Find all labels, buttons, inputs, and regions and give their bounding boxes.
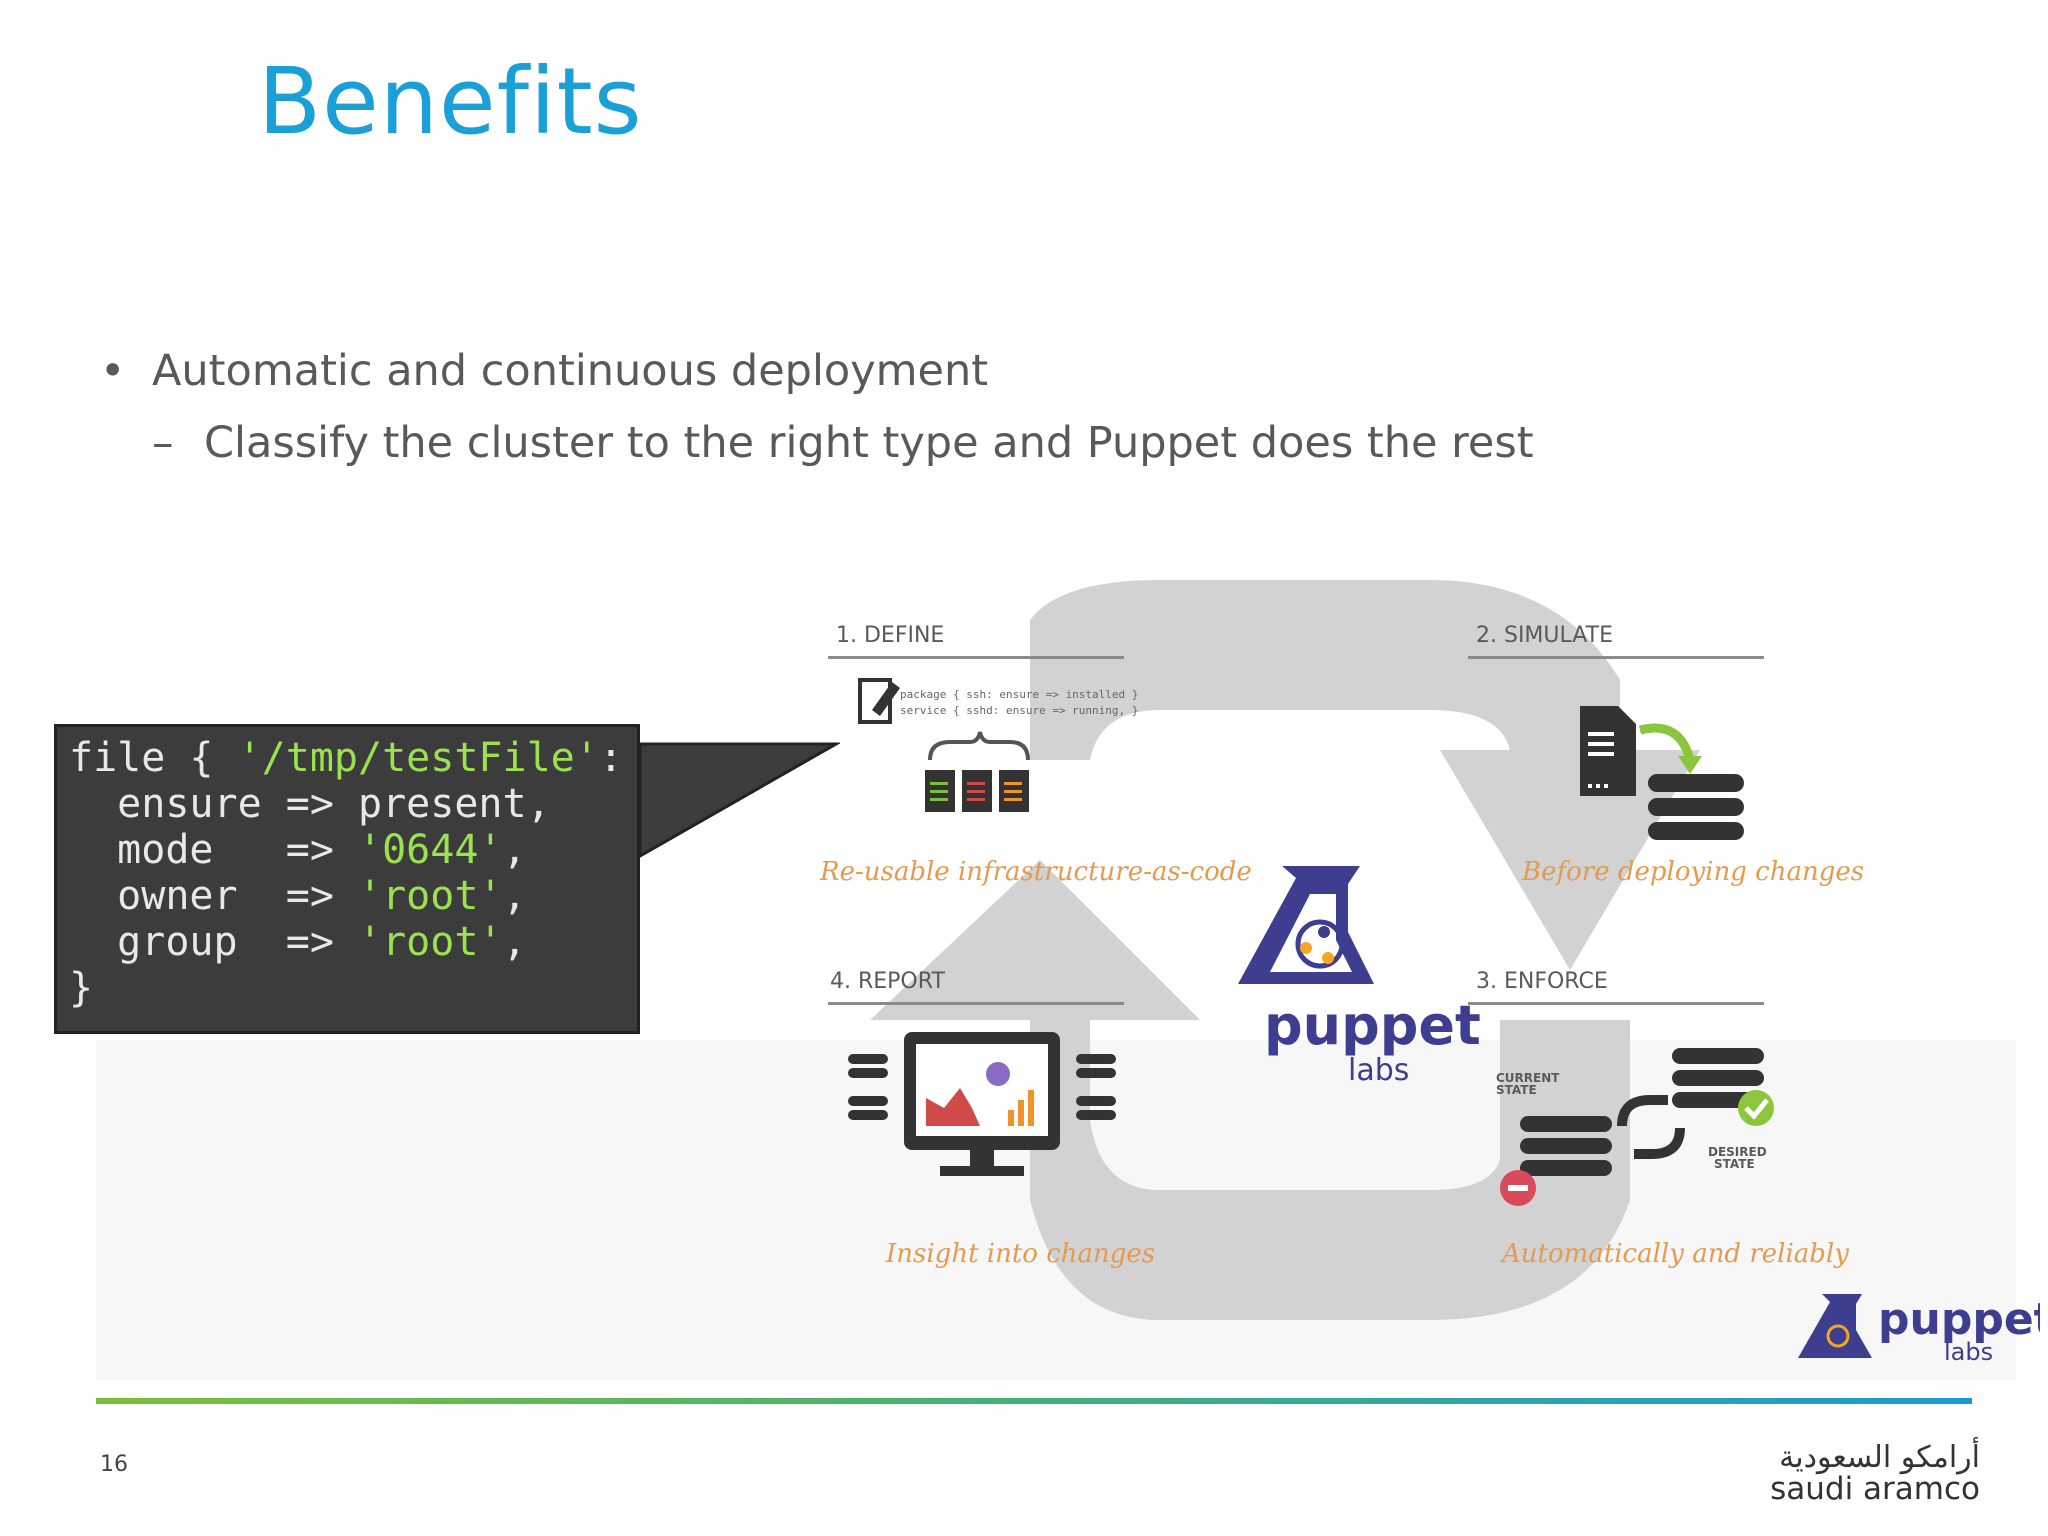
step-caption: Re-usable infrastructure-as-code bbox=[819, 857, 1252, 887]
code-line: group => 'root', bbox=[69, 919, 527, 965]
current-state-label: CURRENT bbox=[1496, 1071, 1560, 1085]
step-simulate: 2. SIMULATE Before deploying changes bbox=[1468, 623, 1864, 887]
step-report: 4. REPORT Insight into changes bbox=[828, 969, 1155, 1269]
server-stack-icon bbox=[1648, 774, 1744, 840]
database-icon bbox=[848, 1054, 1116, 1120]
puppet-workflow-diagram: 1. DEFINE package { ssh: ensure => insta… bbox=[819, 580, 2040, 1366]
step-label: 3. ENFORCE bbox=[1476, 969, 1608, 994]
slide-title: Benefits bbox=[258, 48, 643, 155]
logo-word: puppet bbox=[1878, 1294, 2040, 1345]
current-state-label: STATE bbox=[1496, 1083, 1537, 1097]
step-label: 2. SIMULATE bbox=[1476, 623, 1613, 648]
logo-arabic: أرامكو السعودية bbox=[1779, 1440, 1980, 1475]
define-code-line: service { sshd: ensure => running, } bbox=[900, 704, 1138, 717]
bullet-text: Automatic and continuous deployment bbox=[152, 346, 989, 396]
logo-sub: labs bbox=[1348, 1053, 1409, 1088]
step-caption: Insight into changes bbox=[885, 1239, 1155, 1269]
step-caption: Automatically and reliably bbox=[1500, 1239, 1849, 1269]
step-label: 1. DEFINE bbox=[836, 623, 944, 648]
code-line: owner => 'root', bbox=[69, 873, 527, 919]
callout-pointer bbox=[640, 742, 840, 858]
server-stack-icon bbox=[1520, 1048, 1764, 1176]
puppet-labs-corner-logo: puppet labs bbox=[1798, 1294, 2040, 1366]
code-line: ensure => present, bbox=[69, 781, 551, 827]
code-line: } bbox=[69, 965, 94, 1011]
bullet-marker: • bbox=[100, 346, 126, 396]
monitor-icon bbox=[904, 1032, 1060, 1176]
step-caption: Before deploying changes bbox=[1521, 857, 1864, 887]
saudi-aramco-logo: أرامكو السعودية saudi aramco bbox=[1760, 1440, 1980, 1507]
cycle-arrows bbox=[870, 580, 1700, 1320]
puppet-labs-logo: puppet labs bbox=[1238, 866, 1481, 1088]
step-label: 4. REPORT bbox=[830, 969, 945, 994]
logo-sub: labs bbox=[1944, 1338, 1993, 1366]
logo-english: saudi aramco bbox=[1770, 1471, 1980, 1507]
define-code-line: package { ssh: ensure => installed } bbox=[900, 688, 1138, 701]
desired-state-label: STATE bbox=[1714, 1157, 1755, 1171]
code-snippet-box: file { '/tmp/testFile': ensure => presen… bbox=[54, 724, 640, 1034]
sync-icon bbox=[1617, 1095, 1685, 1159]
desired-state-label: DESIRED bbox=[1708, 1145, 1767, 1159]
document-icon bbox=[1580, 706, 1636, 796]
step-enforce: 3. ENFORCE CURRENT STATE DESIRED STATE A… bbox=[1468, 969, 1849, 1269]
page-number: 16 bbox=[100, 1452, 128, 1477]
logo-word: puppet bbox=[1264, 994, 1481, 1057]
sub-bullet-text: Classify the cluster to the right type a… bbox=[204, 418, 1534, 468]
code-line: file { '/tmp/testFile': bbox=[69, 735, 623, 781]
code-line: mode => '0644', bbox=[69, 827, 527, 873]
step-define: 1. DEFINE package { ssh: ensure => insta… bbox=[819, 623, 1252, 887]
check-icon bbox=[1738, 1090, 1774, 1126]
footer-divider bbox=[96, 1398, 1972, 1404]
edit-document-icon bbox=[858, 678, 900, 724]
sub-bullet-marker: – bbox=[152, 418, 174, 468]
brace-icon bbox=[928, 731, 1030, 761]
code-files-icon bbox=[925, 770, 1029, 812]
simulate-arrow-icon bbox=[1638, 723, 1695, 762]
